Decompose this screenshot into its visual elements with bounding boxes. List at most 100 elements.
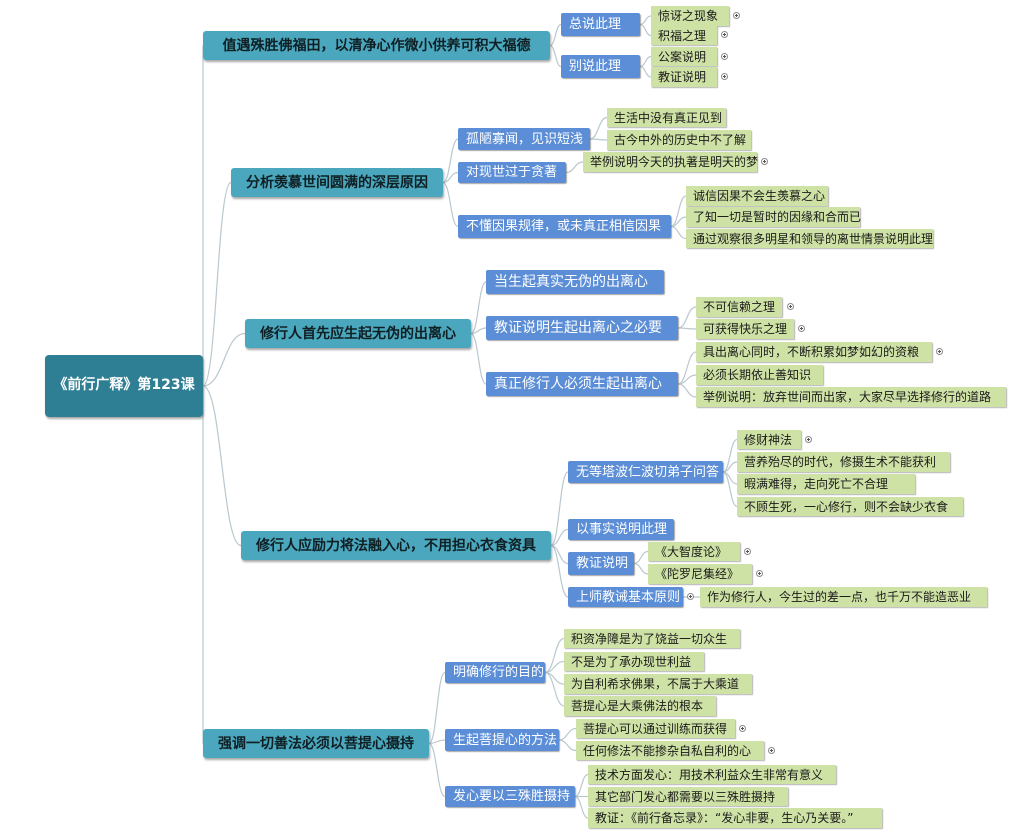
- connector: [574, 795, 589, 819]
- expand-icon[interactable]: [805, 436, 812, 443]
- b4-sub-2[interactable]: 以事实说明此理: [568, 519, 674, 540]
- branch-1[interactable]: 值遇殊胜佛福田，以清净心作微小供养可积大福德: [203, 31, 550, 60]
- b2-s3-leaf-1[interactable]: 诚信因果不会生羡慕之心: [686, 186, 828, 206]
- connector: [677, 383, 697, 398]
- b3-s3-leaf-3[interactable]: 举例说明：放弃世间而出家，大家尽早选择修行的道路: [696, 387, 1006, 407]
- b4-s1-leaf-1[interactable]: 修财神法: [737, 430, 801, 449]
- expand-icon[interactable]: [733, 12, 740, 19]
- b1-s2-leaf-1[interactable]: 公案说明: [651, 47, 717, 66]
- connector: [677, 306, 697, 329]
- b5-s2-leaf-2[interactable]: 任何修法不能掺杂自私自利的心: [576, 741, 764, 760]
- b2-sub-2[interactable]: 对现世过于贪著: [458, 162, 566, 183]
- connector: [549, 44, 562, 68]
- b2-s3-leaf-2[interactable]: 了知一切是暂时的因缘和合而已: [686, 207, 861, 227]
- b5-s1-leaf-3[interactable]: 为自利希求佛果，不属于大乘道: [564, 674, 752, 694]
- b5-sub-3[interactable]: 发心要以三殊胜摄持: [445, 786, 575, 807]
- connector: [202, 181, 232, 387]
- connector: [550, 544, 569, 565]
- b3-s2-leaf-1[interactable]: 不可信赖之理: [696, 297, 782, 317]
- connector: [639, 23, 652, 37]
- b5-sub-1[interactable]: 明确修行的目的: [445, 662, 545, 683]
- connector: [202, 385, 242, 547]
- b5-s2-leaf-1[interactable]: 菩提心可以通过训练而获得: [576, 719, 735, 738]
- b5-s1-leaf-4[interactable]: 菩提心是大乘佛法的根本: [564, 696, 716, 716]
- b4-s4-leaf-1[interactable]: 作为修行人，今生过的差一点，也千万不能造恶业: [700, 587, 987, 607]
- connector: [550, 471, 569, 547]
- expand-icon[interactable]: [761, 158, 768, 165]
- b3-sub-3[interactable]: 真正修行人必须生起出离心: [486, 372, 678, 396]
- connector: [677, 327, 697, 330]
- b2-s2-leaf-1[interactable]: 举例说明今天的执著是明天的梦: [583, 152, 758, 172]
- b1-sub-2[interactable]: 别说此理: [561, 55, 640, 78]
- connector: [544, 671, 565, 707]
- b3-sub-1[interactable]: 当生起真实无伪的出离心: [486, 270, 664, 294]
- b5-s1-leaf-2[interactable]: 不是为了承办现世利益: [564, 652, 704, 671]
- connector: [670, 216, 687, 228]
- b4-s3-leaf-1[interactable]: 《大智度论》: [648, 542, 740, 561]
- b3-s3-leaf-2[interactable]: 必须长期依止善知识: [696, 365, 823, 385]
- b1-sub-1[interactable]: 总说此理: [561, 13, 640, 36]
- b2-sub-1[interactable]: 孤陋寡闻，见识短浅: [458, 128, 590, 150]
- root-topic[interactable]: 《前行广释》第123课: [45, 355, 203, 417]
- connector: [442, 171, 459, 184]
- b2-s3-leaf-3[interactable]: 通过观察很多明星和领导的离世情景说明此理: [686, 229, 933, 248]
- connector: [677, 351, 697, 385]
- connector: [442, 181, 459, 228]
- expand-icon[interactable]: [744, 548, 751, 555]
- connector: [589, 116, 608, 140]
- b4-sub-4[interactable]: 上师教诫基本原则: [568, 587, 683, 607]
- b5-s3-leaf-1[interactable]: 技术方面发心：用技术利益众生非常有意义: [588, 765, 836, 784]
- branch-5[interactable]: 强调一切善法必须以菩提心摄持: [203, 729, 429, 758]
- connector: [633, 550, 649, 565]
- connector: [442, 138, 459, 184]
- branch-2[interactable]: 分析羡慕世间圆满的深层原因: [231, 168, 443, 197]
- b5-s3-leaf-3[interactable]: 教证：《前行备忘录》：“发心非要，生心乃关要。”: [588, 808, 882, 828]
- b2-s1-leaf-2[interactable]: 古今中外的历史中不了解: [607, 130, 751, 150]
- expand-icon[interactable]: [721, 31, 728, 38]
- b2-s1-leaf-1[interactable]: 生活中没有真正见到: [607, 108, 726, 127]
- connector: [544, 671, 565, 685]
- b4-s1-leaf-3[interactable]: 暇满难得，走向死亡不合理: [737, 474, 915, 494]
- branch-4[interactable]: 修行人应励力将法融入心，不用担心衣食资具: [241, 531, 551, 560]
- b3-s2-leaf-2[interactable]: 可获得快乐之理: [696, 319, 794, 339]
- b1-s2-leaf-2[interactable]: 教证说明: [651, 67, 717, 87]
- expand-icon[interactable]: [687, 593, 694, 600]
- connector: [550, 544, 569, 598]
- expand-icon[interactable]: [787, 303, 794, 310]
- expand-icon[interactable]: [936, 348, 943, 355]
- b5-sub-2[interactable]: 生起菩提心的方法: [445, 729, 559, 751]
- connector: [470, 281, 487, 335]
- connector: [633, 562, 649, 575]
- connector: [722, 471, 738, 508]
- expand-icon[interactable]: [739, 725, 746, 732]
- expand-icon[interactable]: [768, 747, 775, 754]
- connector: [544, 637, 565, 674]
- b5-s3-leaf-2[interactable]: 其它部门发心都需要以三殊胜摄持: [588, 787, 788, 806]
- connector: [722, 461, 738, 473]
- branch-3[interactable]: 修行人首先应生起无伪的出离心: [245, 319, 471, 348]
- connector: [574, 773, 589, 798]
- connector: [544, 660, 565, 674]
- connector: [428, 671, 446, 745]
- b4-s1-leaf-4[interactable]: 不顾生死，一心修行，则不会缺少衣食: [737, 497, 963, 516]
- expand-icon[interactable]: [798, 325, 805, 332]
- b4-sub-1[interactable]: 无等塔波仁波切弟子问答: [568, 461, 723, 483]
- b5-s1-leaf-1[interactable]: 积资净障是为了饶益一切众生: [564, 629, 740, 648]
- connector: [670, 225, 687, 240]
- connector: [549, 23, 562, 47]
- b1-s1-leaf-1[interactable]: 惊讶之现象: [651, 6, 729, 26]
- b3-s3-leaf-1[interactable]: 具出离心同时，不断积累如梦如幻的资粮: [696, 342, 932, 362]
- expand-icon[interactable]: [721, 73, 728, 80]
- b4-s1-leaf-2[interactable]: 营养殆尽的时代，修摄生术不能获利: [737, 452, 950, 472]
- connector: [589, 138, 608, 141]
- b2-sub-3[interactable]: 不懂因果规律，或未真正相信因果: [458, 215, 671, 238]
- connector: [722, 471, 738, 485]
- connector: [639, 55, 652, 68]
- b4-s3-leaf-2[interactable]: 《陀罗尼集经》: [648, 564, 752, 584]
- expand-icon[interactable]: [721, 53, 728, 60]
- b3-sub-2[interactable]: 教证说明生起出离心之必要: [486, 316, 678, 340]
- b1-s1-leaf-2[interactable]: 积福之理: [651, 26, 717, 45]
- b4-sub-3[interactable]: 教证说明: [568, 552, 634, 575]
- connector: [639, 15, 652, 26]
- expand-icon[interactable]: [756, 570, 763, 577]
